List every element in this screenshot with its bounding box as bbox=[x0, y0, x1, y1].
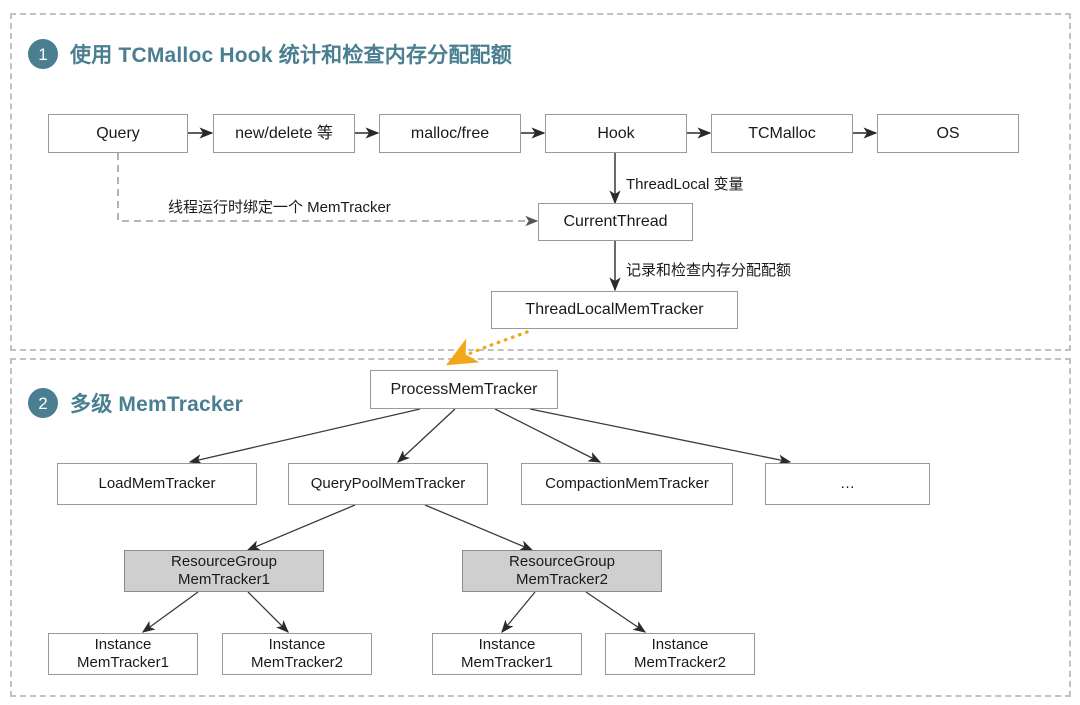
section-1-panel bbox=[10, 13, 1071, 351]
node-current-thread[interactable]: CurrentThread bbox=[538, 203, 693, 241]
node-load-mem-tracker[interactable]: LoadMemTracker bbox=[57, 463, 257, 505]
node-thread-local-mem-tracker[interactable]: ThreadLocalMemTracker bbox=[491, 291, 738, 329]
node-instance-mem-tracker-1a[interactable]: Instance MemTracker1 bbox=[48, 633, 198, 675]
section-1-title: 使用 TCMalloc Hook 统计和检查内存分配配额 bbox=[70, 44, 512, 67]
node-resource-group-mem-tracker-2[interactable]: ResourceGroup MemTracker2 bbox=[462, 550, 662, 592]
node-resource-group-mem-tracker-1[interactable]: ResourceGroup MemTracker1 bbox=[124, 550, 324, 592]
section-1-badge: 1 bbox=[28, 39, 58, 69]
section-2-badge: 2 bbox=[28, 388, 58, 418]
node-hook[interactable]: Hook bbox=[545, 114, 687, 153]
node-os[interactable]: OS bbox=[877, 114, 1019, 153]
node-more-mem-trackers[interactable]: … bbox=[765, 463, 930, 505]
label-bind-tracker: 线程运行时绑定一个 MemTracker bbox=[168, 199, 391, 216]
node-malloc-free[interactable]: malloc/free bbox=[379, 114, 521, 153]
node-tcmalloc[interactable]: TCMalloc bbox=[711, 114, 853, 153]
section-1-header: 1 使用 TCMalloc Hook 统计和检查内存分配配额 bbox=[28, 39, 512, 69]
section-2-header: 2 多级 MemTracker bbox=[28, 388, 243, 418]
node-instance-mem-tracker-2a[interactable]: Instance MemTracker2 bbox=[222, 633, 372, 675]
node-new-delete[interactable]: new/delete 等 bbox=[213, 114, 355, 153]
node-compaction-mem-tracker[interactable]: CompactionMemTracker bbox=[521, 463, 733, 505]
node-query-pool-mem-tracker[interactable]: QueryPoolMemTracker bbox=[288, 463, 488, 505]
label-record-check-quota: 记录和检查内存分配配额 bbox=[626, 262, 792, 279]
section-2-panel bbox=[10, 358, 1071, 697]
section-2-title: 多级 MemTracker bbox=[70, 393, 244, 416]
node-instance-mem-tracker-1b[interactable]: Instance MemTracker1 bbox=[432, 633, 582, 675]
node-query[interactable]: Query bbox=[48, 114, 188, 153]
node-process-mem-tracker[interactable]: ProcessMemTracker bbox=[370, 370, 558, 409]
node-instance-mem-tracker-2b[interactable]: Instance MemTracker2 bbox=[605, 633, 755, 675]
label-thread-local-var: ThreadLocal 变量 bbox=[626, 176, 744, 193]
